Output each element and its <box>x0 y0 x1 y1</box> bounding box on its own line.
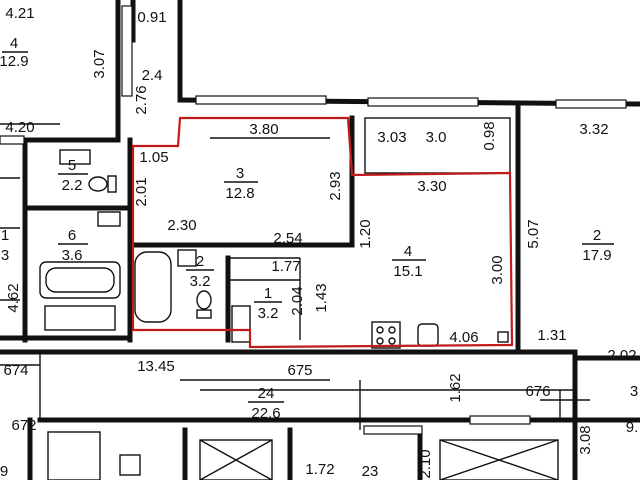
bathtub-icon <box>134 251 172 323</box>
room-labels: 4 12.9 2.4 3 12.8 3.0 4 15.1 2 17.9 5 2.… <box>0 35 638 480</box>
room-1-number: 1 <box>264 285 272 302</box>
dim-label: 3.03 <box>377 129 406 146</box>
dim-label: 2.54 <box>273 230 302 247</box>
dim-label: 674 <box>3 362 28 379</box>
dim-label: 4.21 <box>5 5 34 22</box>
room-24-number: 24 <box>258 385 275 402</box>
toilet-icon <box>88 176 108 192</box>
dim-label: 3.00 <box>489 255 506 284</box>
dim-label: 1.20 <box>357 219 374 248</box>
dim-label: 1.77 <box>271 258 300 275</box>
dim-label: 2.76 <box>133 85 150 114</box>
dim-label: 3.32 <box>579 121 608 138</box>
room-23-number: 23 <box>362 463 379 480</box>
room-1-area: 3.2 <box>258 305 279 322</box>
dim-label: 1.43 <box>313 283 330 312</box>
room-2-small-number: 2 <box>196 253 204 270</box>
dim-label: 1.05 <box>139 149 168 166</box>
room-5-number: 5 <box>68 157 76 174</box>
dim-label: 2.93 <box>327 171 344 200</box>
room-3-area: 12.8 <box>225 185 254 202</box>
dim-label: 3.08 <box>577 425 594 454</box>
room-1-left-area: 3 <box>1 247 9 264</box>
sink-icon <box>59 149 91 165</box>
room-2-top-area: 2.4 <box>142 67 163 84</box>
room-3-number: 3 <box>236 165 244 182</box>
room-4-number: 4 <box>404 243 412 260</box>
sink-icon <box>177 249 197 267</box>
room-1-left-number: 1 <box>1 227 9 244</box>
dim-label: 1.31 <box>537 327 566 344</box>
room-6-area: 3.6 <box>62 247 83 264</box>
room-2-small-area: 3.2 <box>190 273 211 290</box>
kitchen-sink-icon <box>417 323 439 347</box>
elevator-icon <box>199 439 273 480</box>
dimension-lines <box>0 123 330 381</box>
room-4-top-number: 4 <box>10 35 18 52</box>
room-4-top-area: 12.9 <box>0 53 29 70</box>
room-4-area: 15.1 <box>393 263 422 280</box>
dim-label: 675 <box>287 362 312 379</box>
dim-label: 4.20 <box>5 119 34 136</box>
fixtures <box>39 149 559 480</box>
dim-label: 0.91 <box>137 9 166 26</box>
dim-label: 3 <box>630 383 638 400</box>
windows <box>0 5 627 435</box>
dim-label: 13.45 <box>137 358 175 375</box>
dim-label: 676 <box>525 383 550 400</box>
dim-label: 1.72 <box>305 461 334 478</box>
dim-label: 0.98 <box>481 121 498 150</box>
apartment-highlight <box>131 116 514 349</box>
room-9-right-area: 9. <box>626 419 639 436</box>
room-24-area: 22.6 <box>251 405 280 422</box>
dim-label: 4.62 <box>5 283 22 312</box>
dim-label: 2.30 <box>167 217 196 234</box>
dim-label: 3.07 <box>91 49 108 78</box>
dim-label: 1.62 <box>447 373 464 402</box>
stove-icon <box>371 321 401 349</box>
dim-label: 4.06 <box>449 329 478 346</box>
dim-label: 2.02 <box>607 347 636 364</box>
room-2-number: 2 <box>593 227 601 244</box>
room-balcony-area: 3.0 <box>426 129 447 146</box>
dim-label: 3.80 <box>249 121 278 138</box>
dim-label: 2.04 <box>289 286 306 315</box>
dim-label: 2.10 <box>417 449 434 478</box>
dim-label: 5.07 <box>525 219 542 248</box>
room-6-number: 6 <box>68 227 76 244</box>
dim-label: 672 <box>11 417 36 434</box>
room-5-area: 2.2 <box>62 177 83 194</box>
dim-label: 2.01 <box>133 177 150 206</box>
dimension-labels: 4.21 0.91 3.07 2.76 4.20 3.80 1.05 2.01 … <box>0 5 638 480</box>
dim-label: 3.30 <box>417 178 446 195</box>
bathtub-icon <box>47 431 101 480</box>
washer-icon <box>231 305 251 343</box>
elevator-icon <box>439 439 559 480</box>
dim-label: 9 <box>0 463 8 480</box>
toilet-icon <box>196 290 212 310</box>
bathtub-icon <box>39 261 121 299</box>
room-2-area: 17.9 <box>582 247 611 264</box>
